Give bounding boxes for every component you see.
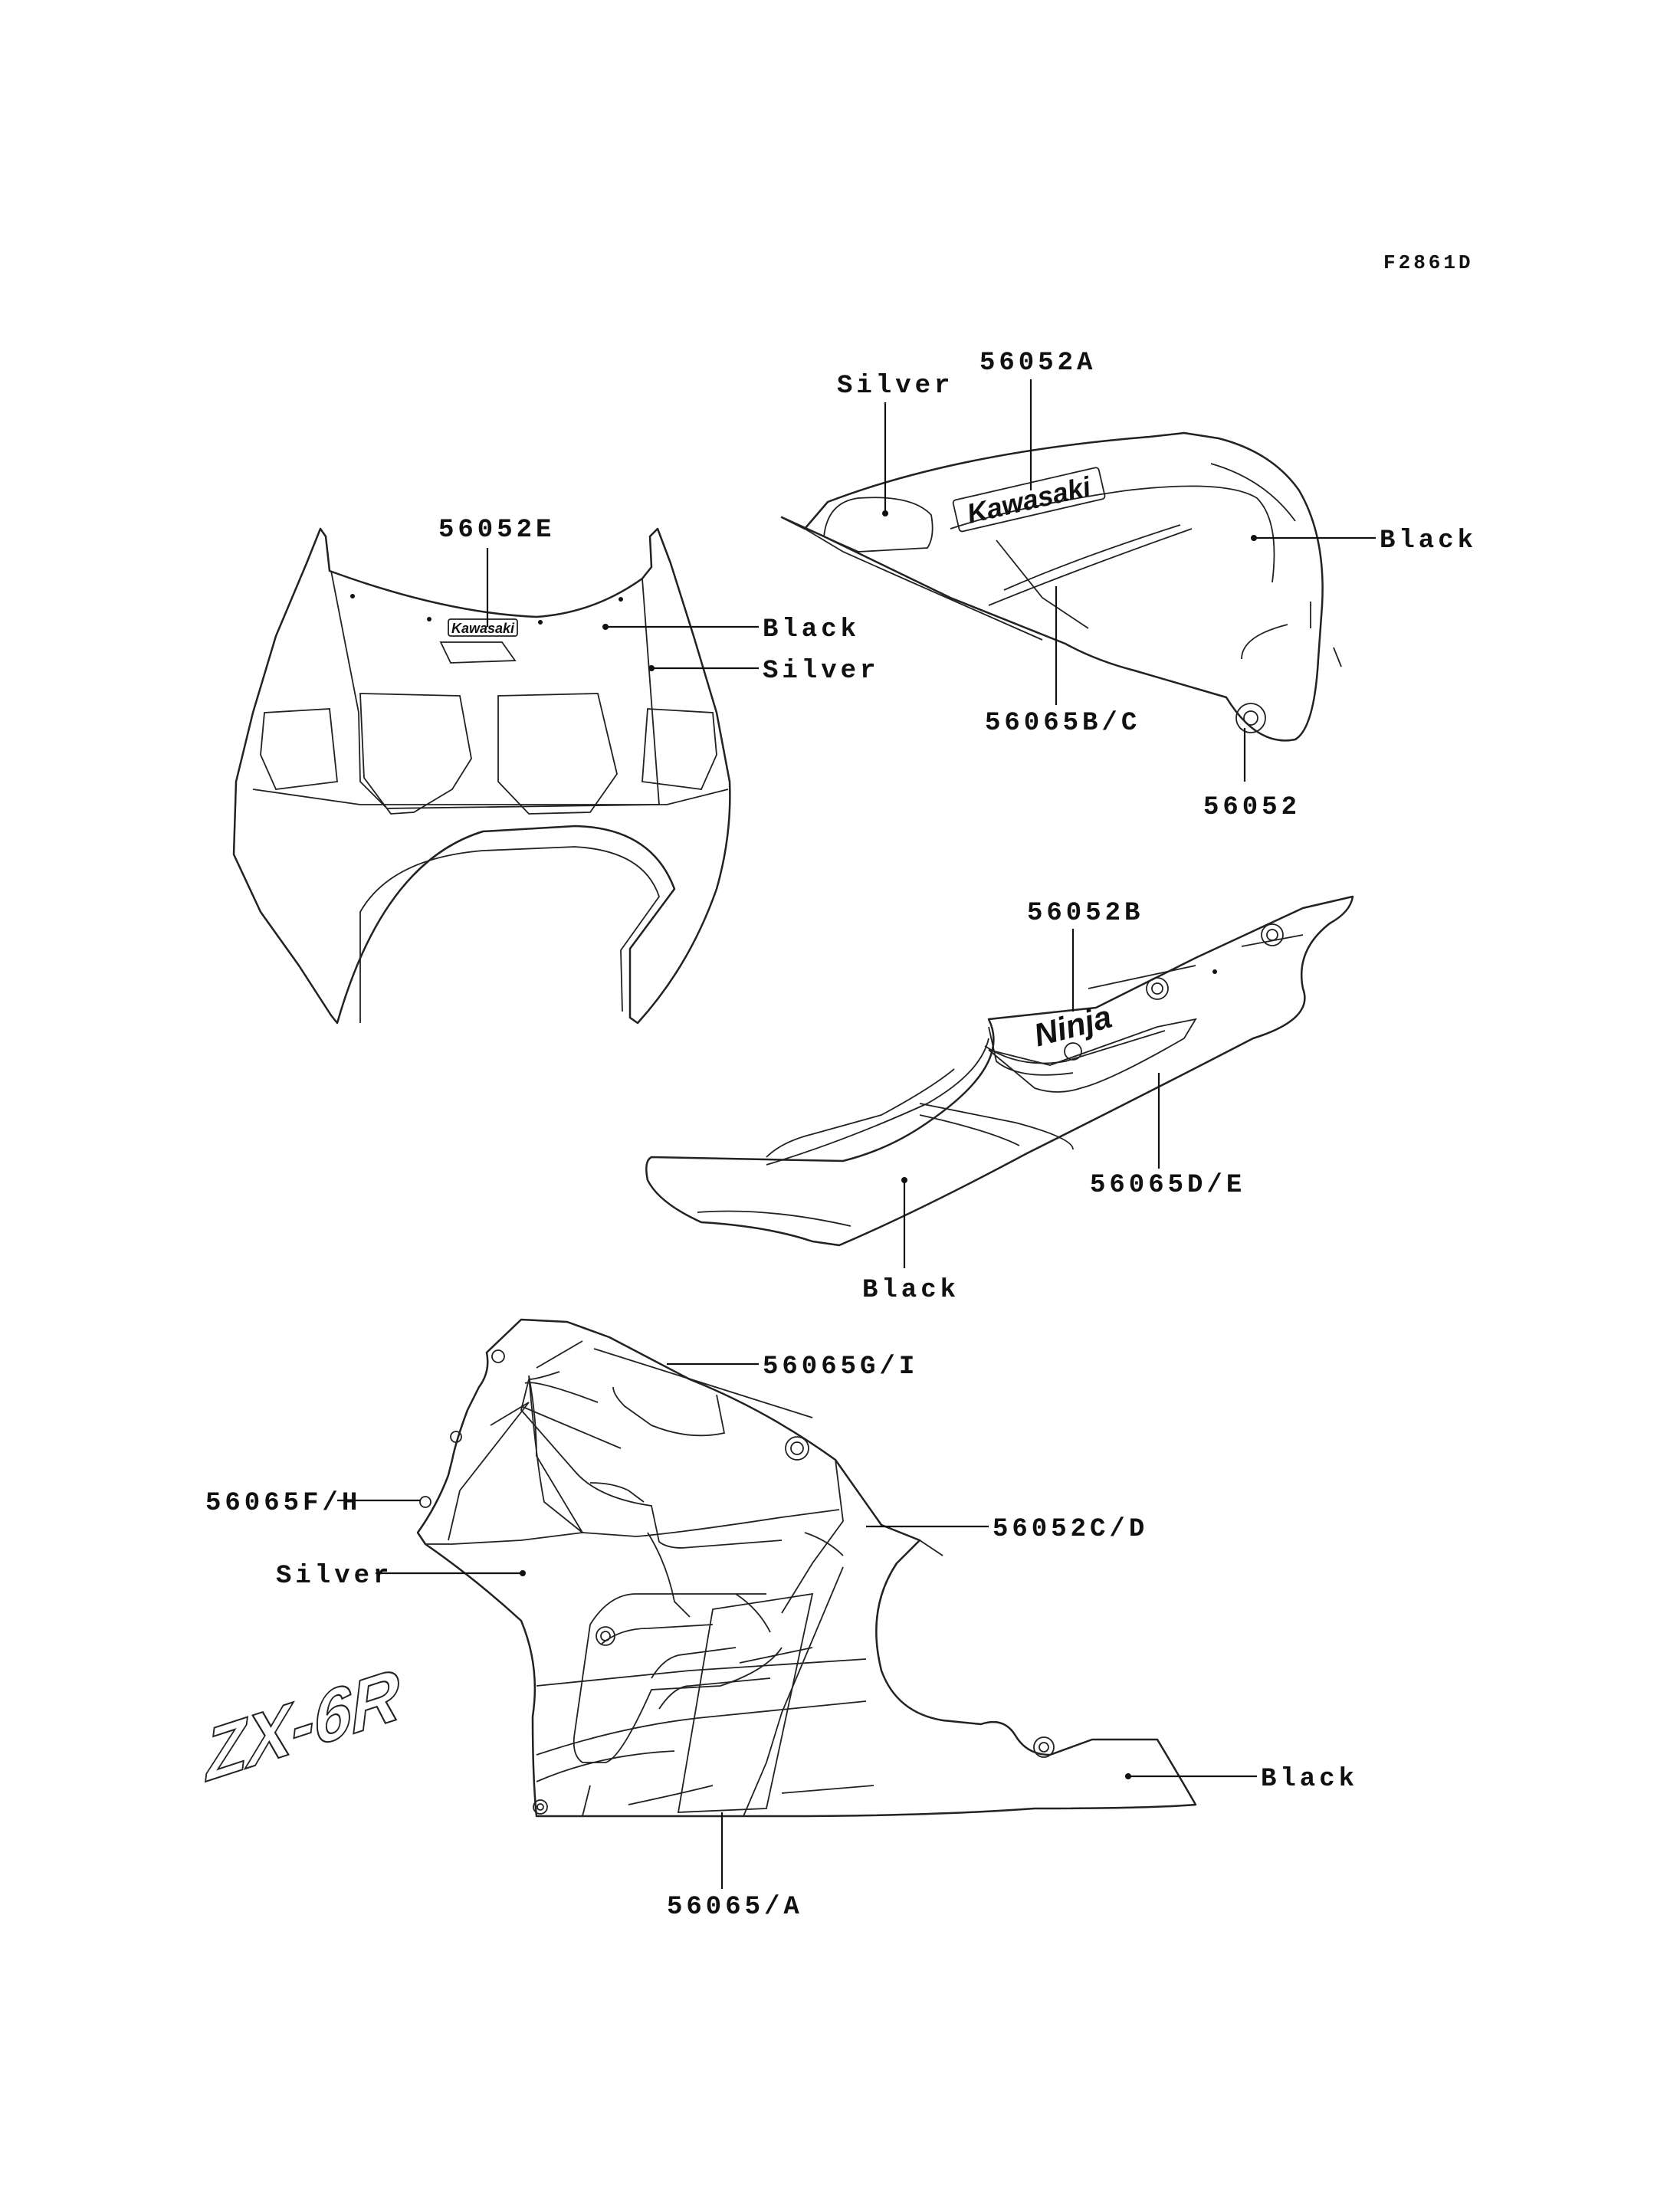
tank-cap (1235, 703, 1266, 733)
callout-tail-black: Black (862, 1276, 960, 1305)
figure-code: F2861D (1383, 251, 1474, 274)
callout-cowl-part: 56052E (438, 516, 555, 545)
upper-cowl: Kawasaki (232, 527, 731, 1025)
cowl-logo-plate (448, 618, 518, 637)
tail-section: Ninja (645, 895, 1354, 1247)
callout-tank-black: Black (1380, 526, 1477, 556)
cowl-logo-text: Kawasaki (451, 621, 515, 636)
callout-tank-stripe: 56065B/C (985, 709, 1140, 738)
callout-side-gi: 56065G/I (763, 1353, 918, 1382)
callout-side-black: Black (1261, 1765, 1358, 1794)
callout-tank-part: 56052A (979, 349, 1096, 378)
callout-cowl-black: Black (763, 615, 860, 644)
callout-side-silver: Silver (276, 1562, 392, 1591)
tank-logo-plate (952, 467, 1106, 533)
callout-tank-silver: Silver (837, 372, 953, 401)
callout-side-a: 56065/A (667, 1893, 803, 1922)
callout-cowl-silver: Silver (763, 657, 879, 686)
callout-tank-cap: 56052 (1203, 793, 1301, 822)
callout-side-cd: 56052C/D (993, 1515, 1148, 1544)
tank-logo-text: Kawasaki (964, 471, 1094, 530)
callout-side-fh: 56065F/H (205, 1489, 361, 1518)
fuel-tank: Kawasaki (780, 431, 1342, 742)
side-model-logo: ZX-6R (202, 1652, 402, 1798)
callout-tail-part: 56052B (1027, 899, 1144, 928)
callout-tail-stripe: 56065D/E (1090, 1171, 1245, 1200)
